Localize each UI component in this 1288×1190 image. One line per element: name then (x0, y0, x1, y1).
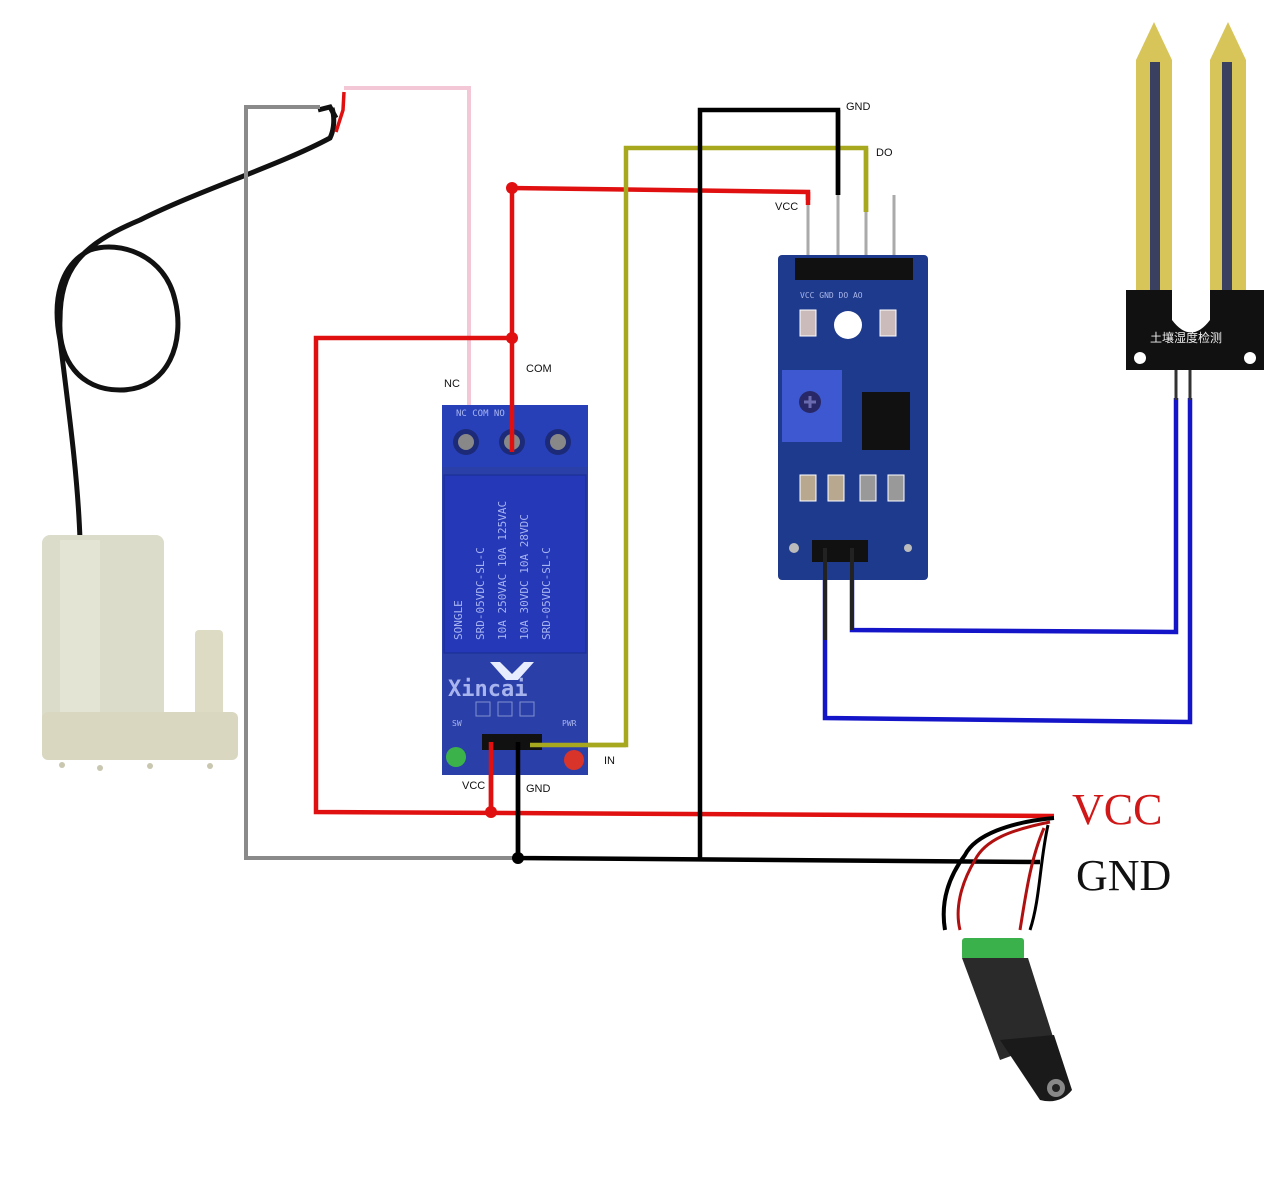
relay-rating-text: SONGLE SRD-05VDC-SL-C 10A 250VAC 10A 125… (452, 501, 553, 640)
wire-pump-return (244, 105, 518, 860)
relay-terminal-no[interactable] (545, 429, 571, 455)
relay-brand: Xincai (448, 677, 527, 702)
relay-led-green (446, 747, 466, 767)
svg-text:VCC GND DO AO: VCC GND DO AO (800, 291, 863, 300)
relay-terminal-silkscreen: NC COM NO (456, 409, 505, 419)
probe-silkscreen: 土壤湿度检测 (1150, 330, 1222, 345)
svg-text:SRD-05VDC-SL-C: SRD-05VDC-SL-C (540, 547, 553, 640)
svg-text:10A 30VDC 10A 28VDC: 10A 30VDC 10A 28VDC (518, 514, 531, 640)
wire-nc (344, 86, 471, 410)
label-relay-nc: NC (444, 378, 460, 390)
relay-terminal-nc[interactable] (453, 429, 479, 455)
dc-jack (941, 816, 1072, 1102)
moisture-probe: 土壤湿度检测 (1126, 22, 1264, 400)
wire-vcc-left (313, 335, 1055, 819)
sensor-comparator-ic (862, 392, 910, 450)
label-sensor-do: DO (876, 147, 893, 159)
label-supply-gnd: GND (1076, 851, 1171, 900)
svg-text:PWR: PWR (562, 719, 577, 728)
label-supply-vcc: VCC (1072, 785, 1162, 834)
svg-text:SONGLE: SONGLE (452, 600, 465, 640)
svg-text:10A 250VAC 10A 125VAC: 10A 250VAC 10A 125VAC (496, 501, 509, 640)
dc-jack-terminal[interactable] (962, 938, 1024, 960)
label-relay-vcc: VCC (462, 780, 485, 792)
junction-dot (506, 332, 518, 344)
water-pump (42, 91, 346, 771)
dc-jack-cable (941, 816, 1055, 931)
svg-text:SRD-05VDC-SL-C: SRD-05VDC-SL-C (474, 547, 487, 640)
wire-vcc-relay-com (509, 185, 811, 440)
label-relay-gnd: GND (526, 783, 551, 795)
junction-dot (506, 182, 518, 194)
relay-module: NC COM NO SONGLE SRD-05VDC-SL-C 10A 250V… (442, 405, 588, 775)
pump-red-lead (334, 91, 346, 133)
wire-gnd-main (515, 745, 1041, 865)
sensor-header[interactable] (795, 258, 913, 280)
label-sensor-gnd: GND (846, 101, 871, 113)
label-relay-in: IN (604, 755, 615, 767)
relay-input-header[interactable] (482, 734, 542, 750)
pump-cable (54, 107, 337, 541)
sensor-module: VCC GND DO AO (778, 195, 928, 580)
relay-led-red (564, 750, 584, 770)
label-sensor-vcc: VCC (775, 201, 798, 213)
mount-hole (834, 311, 862, 339)
label-relay-com: COM (526, 363, 552, 375)
svg-text:SW: SW (452, 719, 462, 728)
